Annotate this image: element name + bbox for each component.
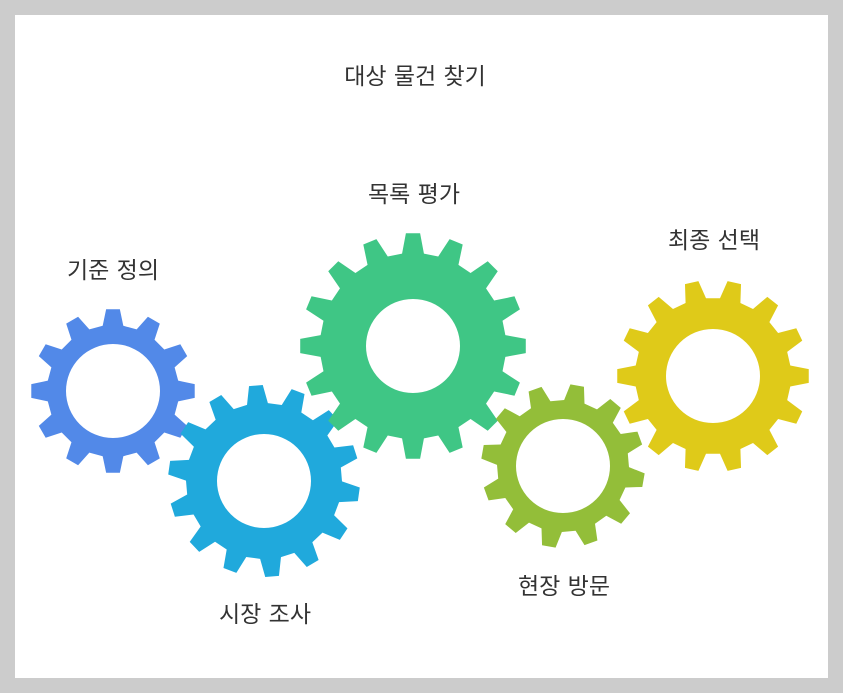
diagram-title: 대상 물건 찾기 (344, 64, 486, 90)
gear-2 (168, 385, 360, 577)
step-label-1: 기준 정의 (67, 258, 159, 284)
step-label-4: 현장 방문 (518, 574, 610, 600)
step-label-3: 목록 평가 (368, 182, 460, 208)
gear-3 (300, 233, 526, 459)
step-label-5: 최종 선택 (668, 228, 760, 254)
gear-4 (481, 384, 645, 548)
gear-5 (617, 281, 809, 471)
step-label-2: 시장 조사 (219, 602, 311, 628)
gear-1 (31, 309, 195, 473)
